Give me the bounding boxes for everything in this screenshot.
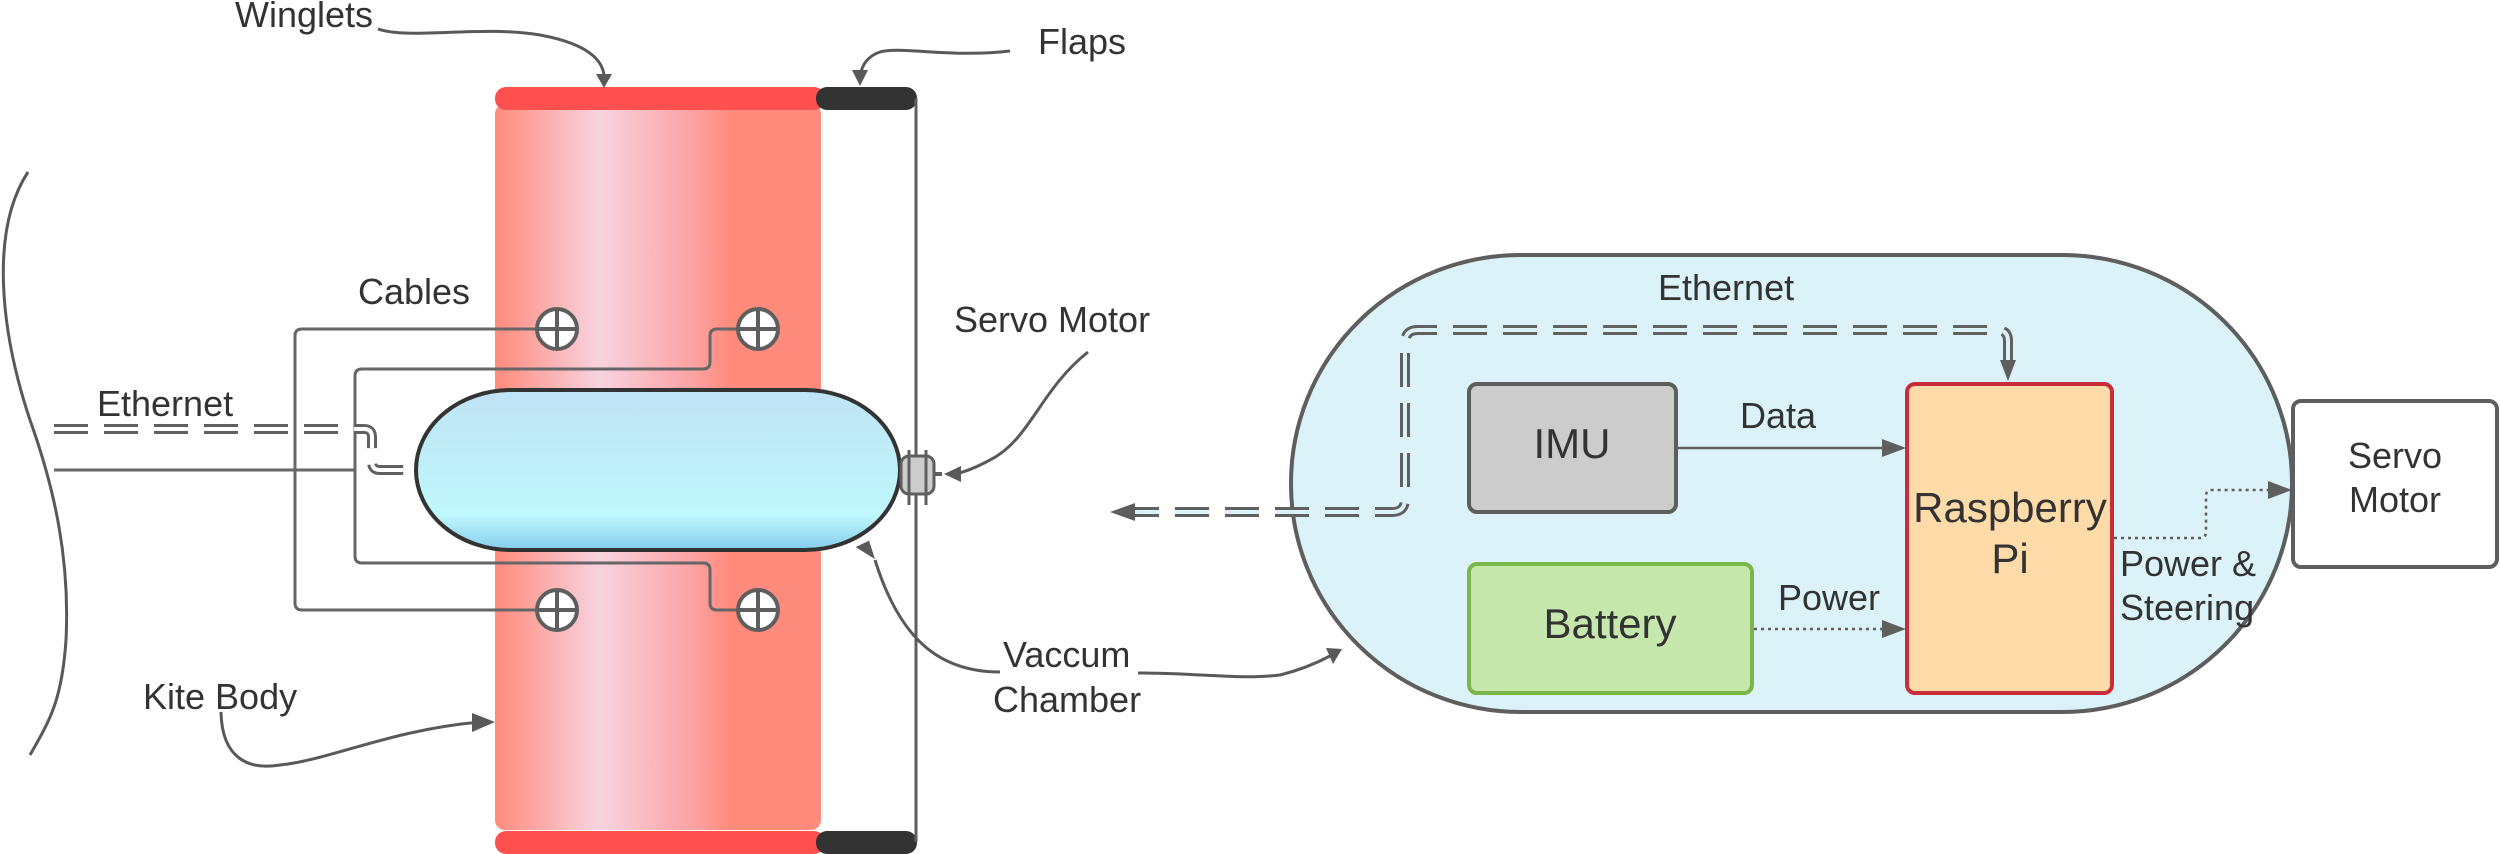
label-cables: Cables [358,271,470,312]
flap-top[interactable] [816,87,917,110]
kite-outline-curve [1,171,69,756]
servo-motor-small[interactable] [899,450,942,505]
ethernet-line-right [1110,325,2016,521]
battery-label: Battery [1543,600,1676,647]
power-connection [1754,620,1906,638]
label-ethernet-left: Ethernet [97,383,233,424]
label-power: Power [1778,577,1880,618]
raspberry-pi-label-line1: Raspberry [1913,484,2107,531]
label-flaps: Flaps [1038,21,1126,62]
flap-bottom[interactable] [816,831,917,854]
power-steering-connection [2114,481,2292,540]
winglet-top[interactable] [495,87,825,110]
imu-block[interactable]: IMU [1467,382,1678,514]
data-connection [1677,439,1906,457]
servo-motor-block[interactable]: Servo Motor [2291,399,2499,569]
raspberry-pi-block[interactable]: Raspberry Pi [1905,382,2114,695]
label-vaccum: Vaccum [1003,634,1130,675]
label-ethernet-right: Ethernet [1658,267,1794,308]
label-servo-motor: Servo Motor [954,299,1150,340]
servo-label-line1: Servo [2348,435,2442,476]
winglet-bottom[interactable] [495,831,825,854]
raspberry-pi-label-line2: Pi [1991,535,2028,582]
annotation-arrows [219,27,1342,768]
cable-anchor [535,307,579,351]
vacuum-chamber[interactable] [414,388,902,552]
cable-anchor [736,307,780,351]
servo-label-line2: Motor [2349,479,2441,520]
label-power-steering-line1: Power & [2120,543,2256,584]
ethernet-line-left [54,424,415,475]
imu-label: IMU [1534,420,1611,467]
electronics-container[interactable] [1289,253,2294,714]
label-chamber: Chamber [993,679,1141,720]
label-winglets: Winglets [235,0,373,35]
cable-anchor [535,588,579,632]
cable-anchor [736,588,780,632]
label-data: Data [1740,395,1817,436]
label-power-steering-line2: Steering [2120,587,2254,628]
label-kite-body: Kite Body [143,676,297,717]
cables [54,327,737,612]
battery-block[interactable]: Battery [1467,562,1754,695]
